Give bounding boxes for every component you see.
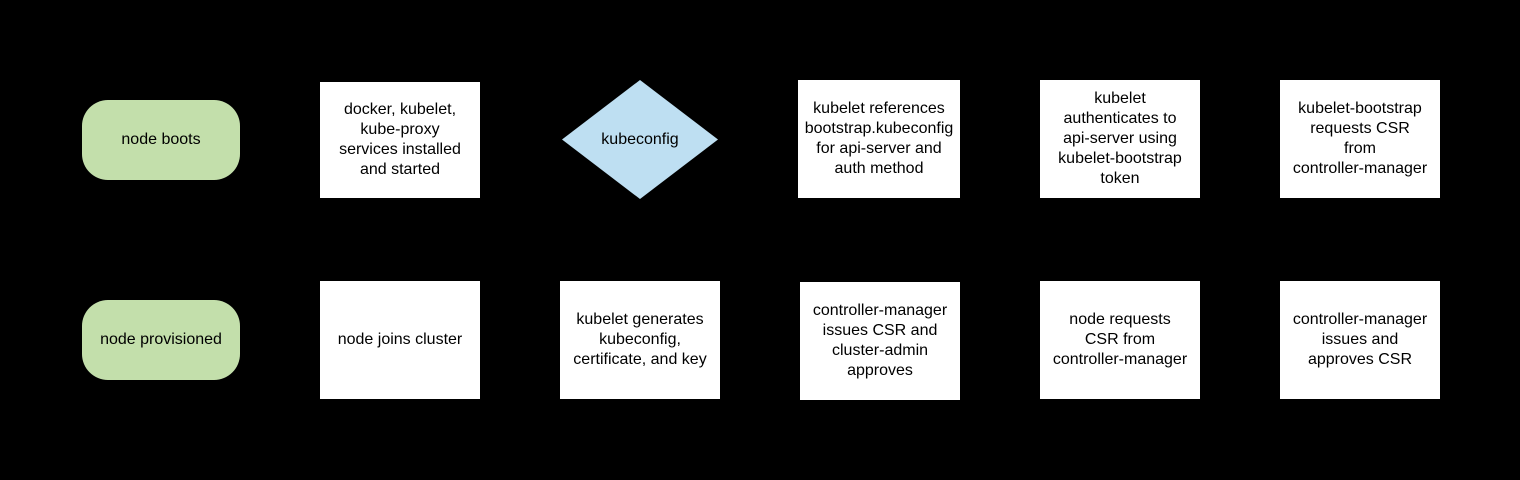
process-node-joins-cluster: node joins cluster (320, 281, 480, 399)
process-services-installed: docker, kubelet, kube-proxy services ins… (320, 82, 480, 198)
node-label: controller-manager issues CSR and cluste… (812, 302, 948, 379)
node-label: node provisioned (100, 331, 222, 348)
process-kubelet-bootstrap-requests-csr: kubelet-bootstrap requests CSR from cont… (1280, 80, 1440, 198)
process-kubelet-authenticates: kubelet authenticates to api-server usin… (1040, 80, 1200, 198)
node-label: node requests CSR from controller-manage… (1052, 311, 1188, 368)
process-node-requests-csr: node requests CSR from controller-manage… (1040, 281, 1200, 399)
node-label: kubeconfig (601, 130, 679, 148)
terminal-node-provisioned: node provisioned (82, 300, 240, 380)
process-cm-issues-and-approves-csr: controller-manager issues and approves C… (1280, 281, 1440, 399)
node-label: kubelet-bootstrap requests CSR from cont… (1292, 100, 1428, 177)
node-label: kubelet authenticates to api-server usin… (1058, 90, 1182, 187)
decision-kubeconfig: kubeconfig (562, 80, 718, 199)
node-label: docker, kubelet, kube-proxy services ins… (339, 101, 461, 178)
terminal-node-boots: node boots (82, 100, 240, 180)
node-label: controller-manager issues and approves C… (1292, 311, 1428, 368)
process-kubelet-generates-kubeconfig: kubelet generates kubeconfig, certificat… (560, 281, 720, 399)
process-cm-issues-csr-admin-approves: controller-manager issues CSR and cluste… (800, 282, 960, 400)
node-label: kubelet references bootstrap.kubeconfig … (804, 100, 954, 177)
node-label: node boots (121, 131, 201, 148)
node-label: node joins cluster (337, 331, 463, 348)
node-label: kubelet generates kubeconfig, certificat… (573, 311, 707, 368)
process-kubelet-references-bootstrap: kubelet references bootstrap.kubeconfig … (798, 80, 960, 198)
